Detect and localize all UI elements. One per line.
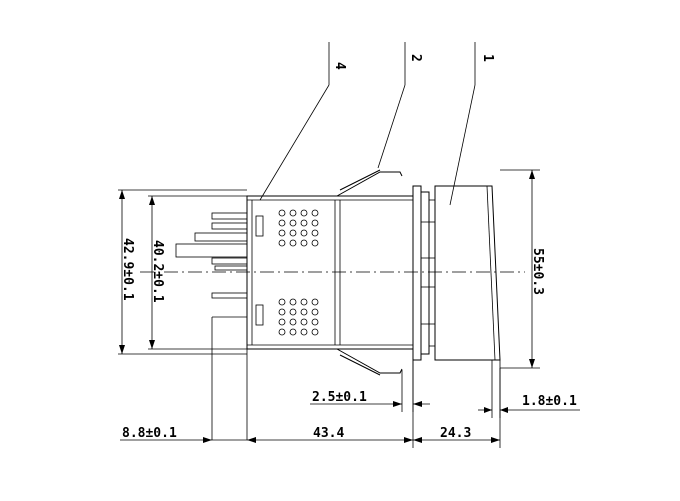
callout-leaders bbox=[259, 42, 476, 206]
callout-2: 2 bbox=[408, 54, 423, 62]
contact-dot bbox=[289, 229, 297, 237]
contact-dot bbox=[311, 219, 319, 227]
terminal-pins bbox=[175, 212, 248, 440]
contact-dot bbox=[300, 219, 308, 227]
lens-offset-label: 1.8±0.1 bbox=[522, 394, 577, 409]
contact-dot bbox=[289, 308, 297, 316]
switch-body bbox=[246, 195, 414, 350]
front-height-dimension bbox=[500, 169, 540, 369]
length-dimensions bbox=[120, 360, 501, 448]
contact-dot bbox=[300, 298, 308, 306]
contact-dot-grid-lower bbox=[278, 298, 319, 336]
front-cap bbox=[434, 185, 501, 361]
contact-dot bbox=[300, 229, 308, 237]
height-inner-label: 40.2±0.1 bbox=[150, 240, 165, 303]
bezel-flange bbox=[412, 185, 436, 361]
contact-dot-grid-upper bbox=[278, 209, 319, 247]
callout-1: 1 bbox=[480, 54, 495, 62]
contact-dot bbox=[300, 209, 308, 217]
contact-dot bbox=[289, 239, 297, 247]
contact-dot bbox=[289, 298, 297, 306]
contact-dot bbox=[289, 318, 297, 326]
contact-dot bbox=[300, 328, 308, 336]
contact-dot bbox=[289, 219, 297, 227]
contact-dot bbox=[278, 318, 286, 326]
bezel-length-label: 24.3 bbox=[440, 426, 471, 441]
pin-length-label: 8.8±0.1 bbox=[122, 426, 177, 441]
lens-offset-dimension bbox=[478, 360, 580, 418]
contact-dot bbox=[311, 209, 319, 217]
contact-dot bbox=[278, 219, 286, 227]
bezel-gap-label: 2.5±0.1 bbox=[312, 390, 367, 405]
contact-dot bbox=[300, 308, 308, 316]
contact-dot bbox=[278, 229, 286, 237]
contact-dot bbox=[311, 298, 319, 306]
contact-dot bbox=[278, 298, 286, 306]
contact-dot bbox=[278, 239, 286, 247]
contact-dot bbox=[278, 209, 286, 217]
callout-4: 4 bbox=[332, 62, 347, 70]
contact-dot bbox=[300, 318, 308, 326]
contact-dot bbox=[300, 239, 308, 247]
height-dimension-lines bbox=[118, 189, 247, 355]
body-length-label: 43.4 bbox=[313, 426, 344, 441]
contact-dot bbox=[311, 318, 319, 326]
contact-dot bbox=[289, 209, 297, 217]
latch-spring bbox=[336, 169, 403, 376]
contact-dot bbox=[311, 328, 319, 336]
height-outer-label: 42.9±0.1 bbox=[120, 238, 135, 301]
contact-dot bbox=[278, 328, 286, 336]
contact-dot bbox=[311, 229, 319, 237]
contact-dot bbox=[311, 239, 319, 247]
contact-dot bbox=[289, 328, 297, 336]
height-front-label: 55±0.3 bbox=[530, 248, 545, 295]
contact-dot bbox=[311, 308, 319, 316]
contact-dot bbox=[278, 308, 286, 316]
